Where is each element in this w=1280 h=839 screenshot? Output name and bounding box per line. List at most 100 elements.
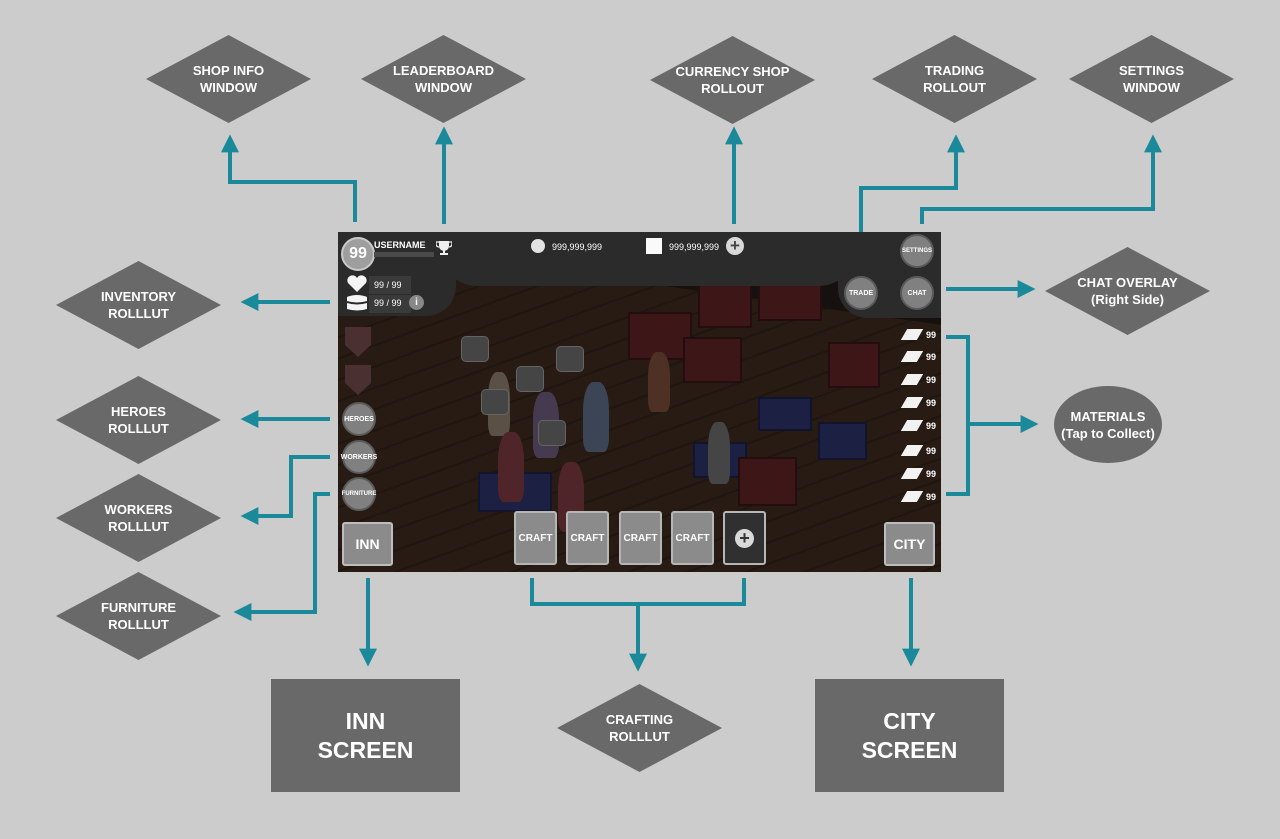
material-icon [900, 468, 924, 479]
scene-shelf [683, 337, 742, 383]
material-icon [900, 374, 924, 385]
scene-shelf [758, 397, 812, 431]
plus-icon: + [735, 528, 754, 548]
scene-character [498, 432, 524, 502]
material-count: 99 [926, 398, 937, 408]
username-label: USERNAME [374, 240, 426, 250]
node-label: HEROES ROLLLUT [108, 404, 169, 436]
node-label: CURRENCY SHOP ROLLOUT [675, 64, 790, 96]
coin-icon [531, 239, 545, 253]
info-icon[interactable]: i [409, 295, 424, 310]
material-slot[interactable]: 99 [900, 417, 938, 435]
material-slot[interactable]: 99 [900, 394, 938, 412]
material-icon [900, 351, 924, 362]
connector-trading [859, 134, 965, 272]
trade-button[interactable]: TRADE [844, 276, 878, 310]
node-label: CRAFTING ROLLLUT [605, 712, 674, 744]
node-currency-shop-rollout: CURRENCY SHOP ROLLOUT [650, 36, 815, 124]
scene-thought-bubble [538, 420, 566, 446]
storage-value: 99 / 99 [374, 298, 402, 308]
node-label: INVENTORY ROLLLUT [100, 289, 177, 321]
health-value: 99 / 99 [374, 280, 402, 290]
xp-bar [374, 252, 434, 257]
workers-button[interactable]: WORKERS [341, 440, 377, 474]
node-furniture-rolllut: FURNITURE ROLLLUT [56, 572, 221, 660]
materials-bracket [946, 335, 970, 496]
material-icon [900, 491, 924, 502]
node-leaderboard-window: LEADERBOARD WINDOW [361, 35, 526, 123]
craft-slot-4[interactable]: CRAFT [671, 511, 714, 565]
scene-shelf [818, 422, 867, 460]
node-chat-overlay: CHAT OVERLAY (Right Side) [1045, 247, 1210, 335]
scene-character [583, 382, 609, 452]
scene-shelf [738, 457, 797, 506]
health-box [369, 276, 411, 294]
node-trading-rollout: TRADING ROLLOUT [872, 35, 1037, 123]
inn-button[interactable]: INN [342, 522, 393, 566]
craft-slot-2[interactable]: CRAFT [566, 511, 609, 565]
scene-character [648, 352, 670, 412]
node-inventory-rolllut: INVENTORY ROLLLUT [56, 261, 221, 349]
settings-button[interactable]: SETTINGS [900, 234, 934, 268]
node-inn-screen: INN SCREEN [271, 679, 460, 792]
material-count: 99 [926, 446, 937, 456]
heroes-button[interactable]: HEROES [342, 402, 376, 436]
node-label: CHAT OVERLAY (Right Side) [1077, 275, 1178, 307]
material-icon [900, 329, 924, 340]
scene-thought-bubble [481, 389, 509, 415]
game-screen: 99 USERNAME 99 / 99 99 / 99 i 999,999,99… [338, 232, 941, 572]
add-craft-slot-button[interactable]: + [723, 511, 766, 565]
player-level-badge[interactable]: 99 [341, 237, 375, 271]
craft-slot-1[interactable]: CRAFT [514, 511, 557, 565]
currency-plus-button[interactable]: + [726, 236, 744, 255]
material-slot[interactable]: 99 [900, 488, 938, 506]
node-label: LEADERBOARD WINDOW [392, 63, 495, 95]
scene-character [708, 422, 730, 484]
material-count: 99 [926, 469, 937, 479]
material-slot[interactable]: 99 [900, 371, 938, 389]
node-settings-window: SETTINGS WINDOW [1069, 35, 1234, 123]
node-heroes-rolllut: HEROES ROLLLUT [56, 376, 221, 464]
scene-thought-bubble [556, 346, 584, 372]
material-count: 99 [926, 492, 937, 502]
material-slot[interactable]: 99 [900, 465, 938, 483]
node-workers-rolllut: WORKERS ROLLLUT [56, 474, 221, 562]
node-shop-info-window: SHOP INFO WINDOW [146, 35, 311, 123]
storage-icon [347, 295, 367, 311]
gem-value: 999,999,999 [669, 242, 720, 252]
material-slot[interactable]: 99 [900, 348, 938, 366]
coin-value: 999,999,999 [552, 242, 603, 252]
material-count: 99 [926, 421, 937, 431]
heart-icon [347, 275, 367, 292]
connector-workers [240, 455, 330, 525]
node-label: TRADING ROLLOUT [923, 63, 986, 95]
crafting-bracket [530, 578, 746, 606]
material-slot[interactable]: 99 [900, 442, 938, 460]
node-label: SETTINGS WINDOW [1118, 63, 1184, 95]
node-label: SHOP INFO WINDOW [192, 63, 265, 95]
chat-button[interactable]: CHAT [900, 276, 934, 310]
node-materials: MATERIALS (Tap to Collect) [1054, 386, 1162, 463]
craft-slot-3[interactable]: CRAFT [619, 511, 662, 565]
material-slot[interactable]: 99 [900, 326, 938, 344]
connector-settings [920, 134, 1162, 224]
material-count: 99 [926, 375, 937, 385]
material-icon [900, 397, 924, 408]
material-icon [900, 420, 924, 431]
trophy-icon[interactable] [436, 240, 452, 256]
furniture-button[interactable]: FURNITURE [342, 477, 376, 511]
node-label: WORKERS ROLLLUT [104, 502, 173, 534]
scene-thought-bubble [461, 336, 489, 362]
gem-icon [646, 238, 662, 254]
node-crafting-rolllut: CRAFTING ROLLLUT [557, 684, 722, 772]
scene-thought-bubble [516, 366, 544, 392]
connector-shop-info [221, 134, 357, 222]
scene-shelf [828, 342, 880, 388]
material-count: 99 [926, 330, 937, 340]
connector-furniture [233, 492, 330, 621]
city-button[interactable]: CITY [884, 522, 935, 566]
storage-box [369, 295, 411, 313]
material-icon [900, 445, 924, 456]
node-label: FURNITURE ROLLLUT [100, 600, 177, 632]
